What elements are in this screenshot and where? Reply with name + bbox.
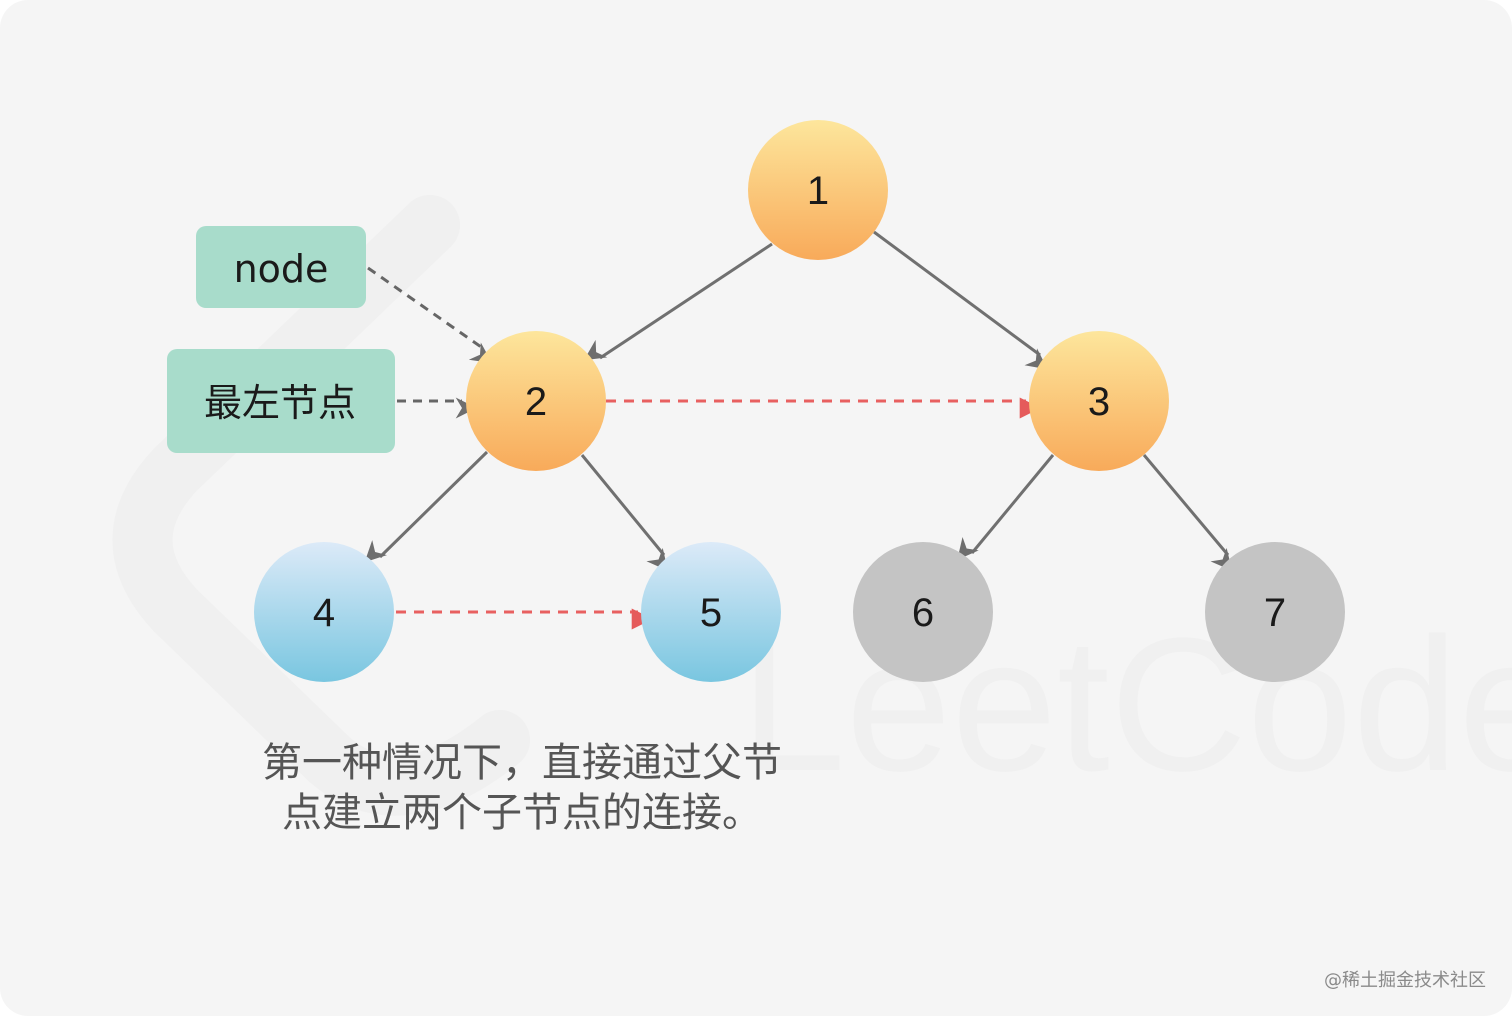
- edge-3-6: [957, 454, 1055, 560]
- tree-node-6: 6: [853, 542, 993, 682]
- leftmost-label-box: 最左节点: [167, 349, 395, 453]
- node-label-text: node: [234, 247, 329, 291]
- edge-1-2: [583, 242, 773, 361]
- tree-node-5: 5: [641, 542, 781, 682]
- tree-edges: [364, 230, 1233, 571]
- next-links: [396, 397, 1041, 630]
- tree-node-4: 4: [254, 542, 394, 682]
- edge-2-4: [364, 450, 489, 563]
- edge-3-7: [1142, 454, 1233, 571]
- edge-2-5: [580, 454, 668, 571]
- node-6-label: 6: [912, 591, 934, 635]
- pointer-arrows: [367, 266, 493, 419]
- caption-line-2: 点建立两个子节点的连接。: [282, 790, 762, 836]
- source-watermark: @稀土掘金技术社区: [1324, 970, 1486, 991]
- leftmost-label-text: 最左节点: [204, 381, 356, 425]
- node-5-label: 5: [700, 591, 722, 635]
- node-label-box: node: [196, 226, 366, 308]
- node-4-label: 4: [313, 591, 335, 635]
- node-2-label: 2: [525, 380, 547, 424]
- tree-node-7: 7: [1205, 542, 1345, 682]
- tree-node-3: 3: [1029, 331, 1169, 471]
- node-7-label: 7: [1264, 591, 1286, 635]
- tree-node-2: 2: [466, 331, 606, 471]
- node-pointer-arrow: [367, 266, 493, 364]
- node-3-label: 3: [1088, 380, 1110, 424]
- background-logo: LeetCode: [112, 195, 1512, 816]
- edge-1-3: [873, 230, 1048, 370]
- tree-node-1: 1: [748, 120, 888, 260]
- caption-line-1: 第一种情况下，直接通过父节: [262, 740, 782, 786]
- node-1-label: 1: [807, 169, 829, 213]
- diagram-caption: 第一种情况下，直接通过父节 点建立两个子节点的连接。: [232, 738, 812, 838]
